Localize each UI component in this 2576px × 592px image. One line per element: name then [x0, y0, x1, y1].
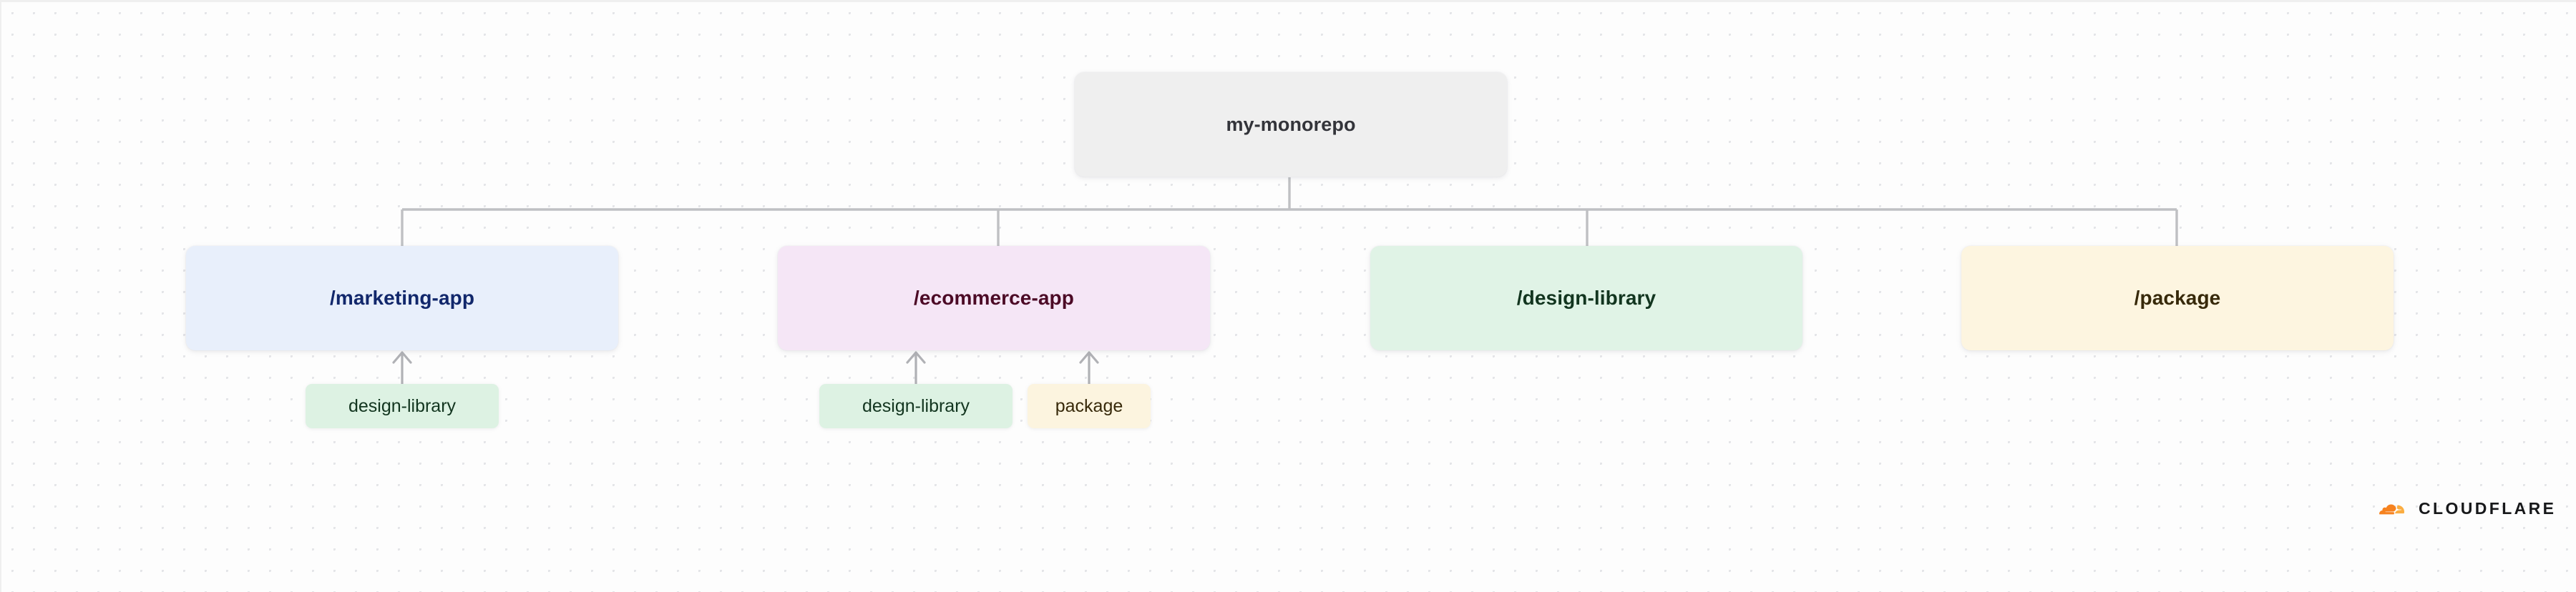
dependency-tag-ecommerce-package[interactable]: package: [1028, 384, 1151, 428]
dep-arrowhead-marketing-design-library: [392, 351, 412, 364]
node-ecommerce-app[interactable]: /ecommerce-app: [778, 246, 1210, 350]
node-package[interactable]: /package: [1961, 246, 2394, 350]
node-label-my-monorepo: my-monorepo: [1226, 113, 1356, 135]
node-my-monorepo[interactable]: my-monorepo: [1075, 72, 1507, 177]
dependency-tag-label: package: [1055, 395, 1123, 416]
node-label-package: /package: [2134, 287, 2221, 309]
node-label-ecommerce-app: /ecommerce-app: [914, 287, 1074, 309]
dep-arrowhead-ecommerce-package: [1079, 351, 1099, 364]
dependency-tag-label: design-library: [348, 395, 457, 416]
cloudflare-logo: CLOUDFLARE: [2366, 498, 2556, 519]
node-design-library[interactable]: /design-library: [1370, 246, 1802, 350]
dependency-tag-marketing-design-library[interactable]: design-library: [306, 384, 499, 428]
dependency-tag-ecommerce-design-library[interactable]: design-library: [819, 384, 1013, 428]
cloudflare-wordmark: CLOUDFLARE: [2419, 498, 2557, 518]
dependency-tag-label: design-library: [862, 395, 970, 416]
dep-arrowhead-ecommerce-design-library: [906, 351, 926, 364]
node-label-design-library: /design-library: [1516, 287, 1657, 309]
node-marketing-app[interactable]: /marketing-app: [186, 246, 618, 350]
cloudflare-cloud-icon: [2379, 504, 2405, 515]
node-label-marketing-app: /marketing-app: [329, 287, 475, 309]
